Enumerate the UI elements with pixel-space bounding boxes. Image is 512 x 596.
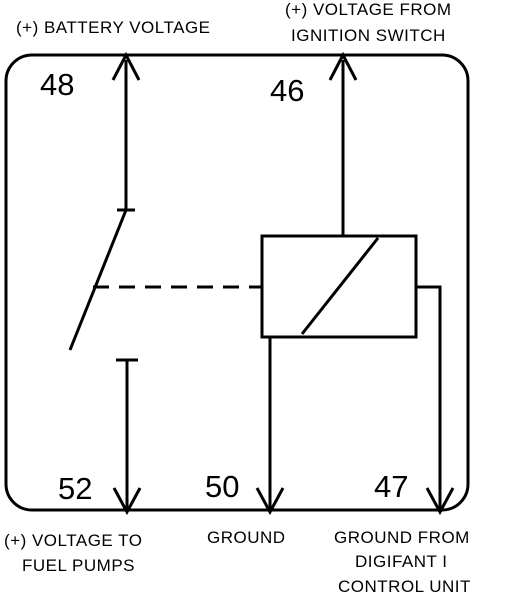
terminal-47-wire — [416, 285, 455, 516]
pin-47: 47 — [374, 469, 408, 504]
label-ecu-line1: GROUND FROM — [334, 528, 470, 547]
terminal-50-wire — [255, 337, 285, 516]
coil-diagonal — [300, 237, 380, 335]
label-ignition-line1: (+) VOLTAGE FROM — [285, 0, 452, 19]
pin-46: 46 — [270, 73, 304, 108]
terminal-52-wire — [112, 358, 142, 516]
terminal-46-wire — [328, 51, 358, 236]
pin-48: 48 — [40, 67, 74, 102]
pin-52: 52 — [58, 471, 92, 506]
label-fuel-line1: (+) VOLTAGE TO — [4, 531, 142, 550]
switch-contact — [68, 209, 128, 351]
relay-housing — [4, 53, 470, 512]
terminal-48-wire — [111, 51, 141, 212]
label-ecu-line2: DIGIFANT I — [355, 552, 448, 571]
label-battery-voltage: (+) BATTERY VOLTAGE — [16, 18, 211, 37]
label-ignition-line2: IGNITION SWITCH — [291, 26, 446, 45]
pin-50: 50 — [205, 469, 239, 504]
label-ground: GROUND — [207, 528, 286, 547]
label-fuel-line2: FUEL PUMPS — [22, 556, 135, 575]
label-ecu-line3: CONTROL UNIT — [338, 577, 471, 596]
